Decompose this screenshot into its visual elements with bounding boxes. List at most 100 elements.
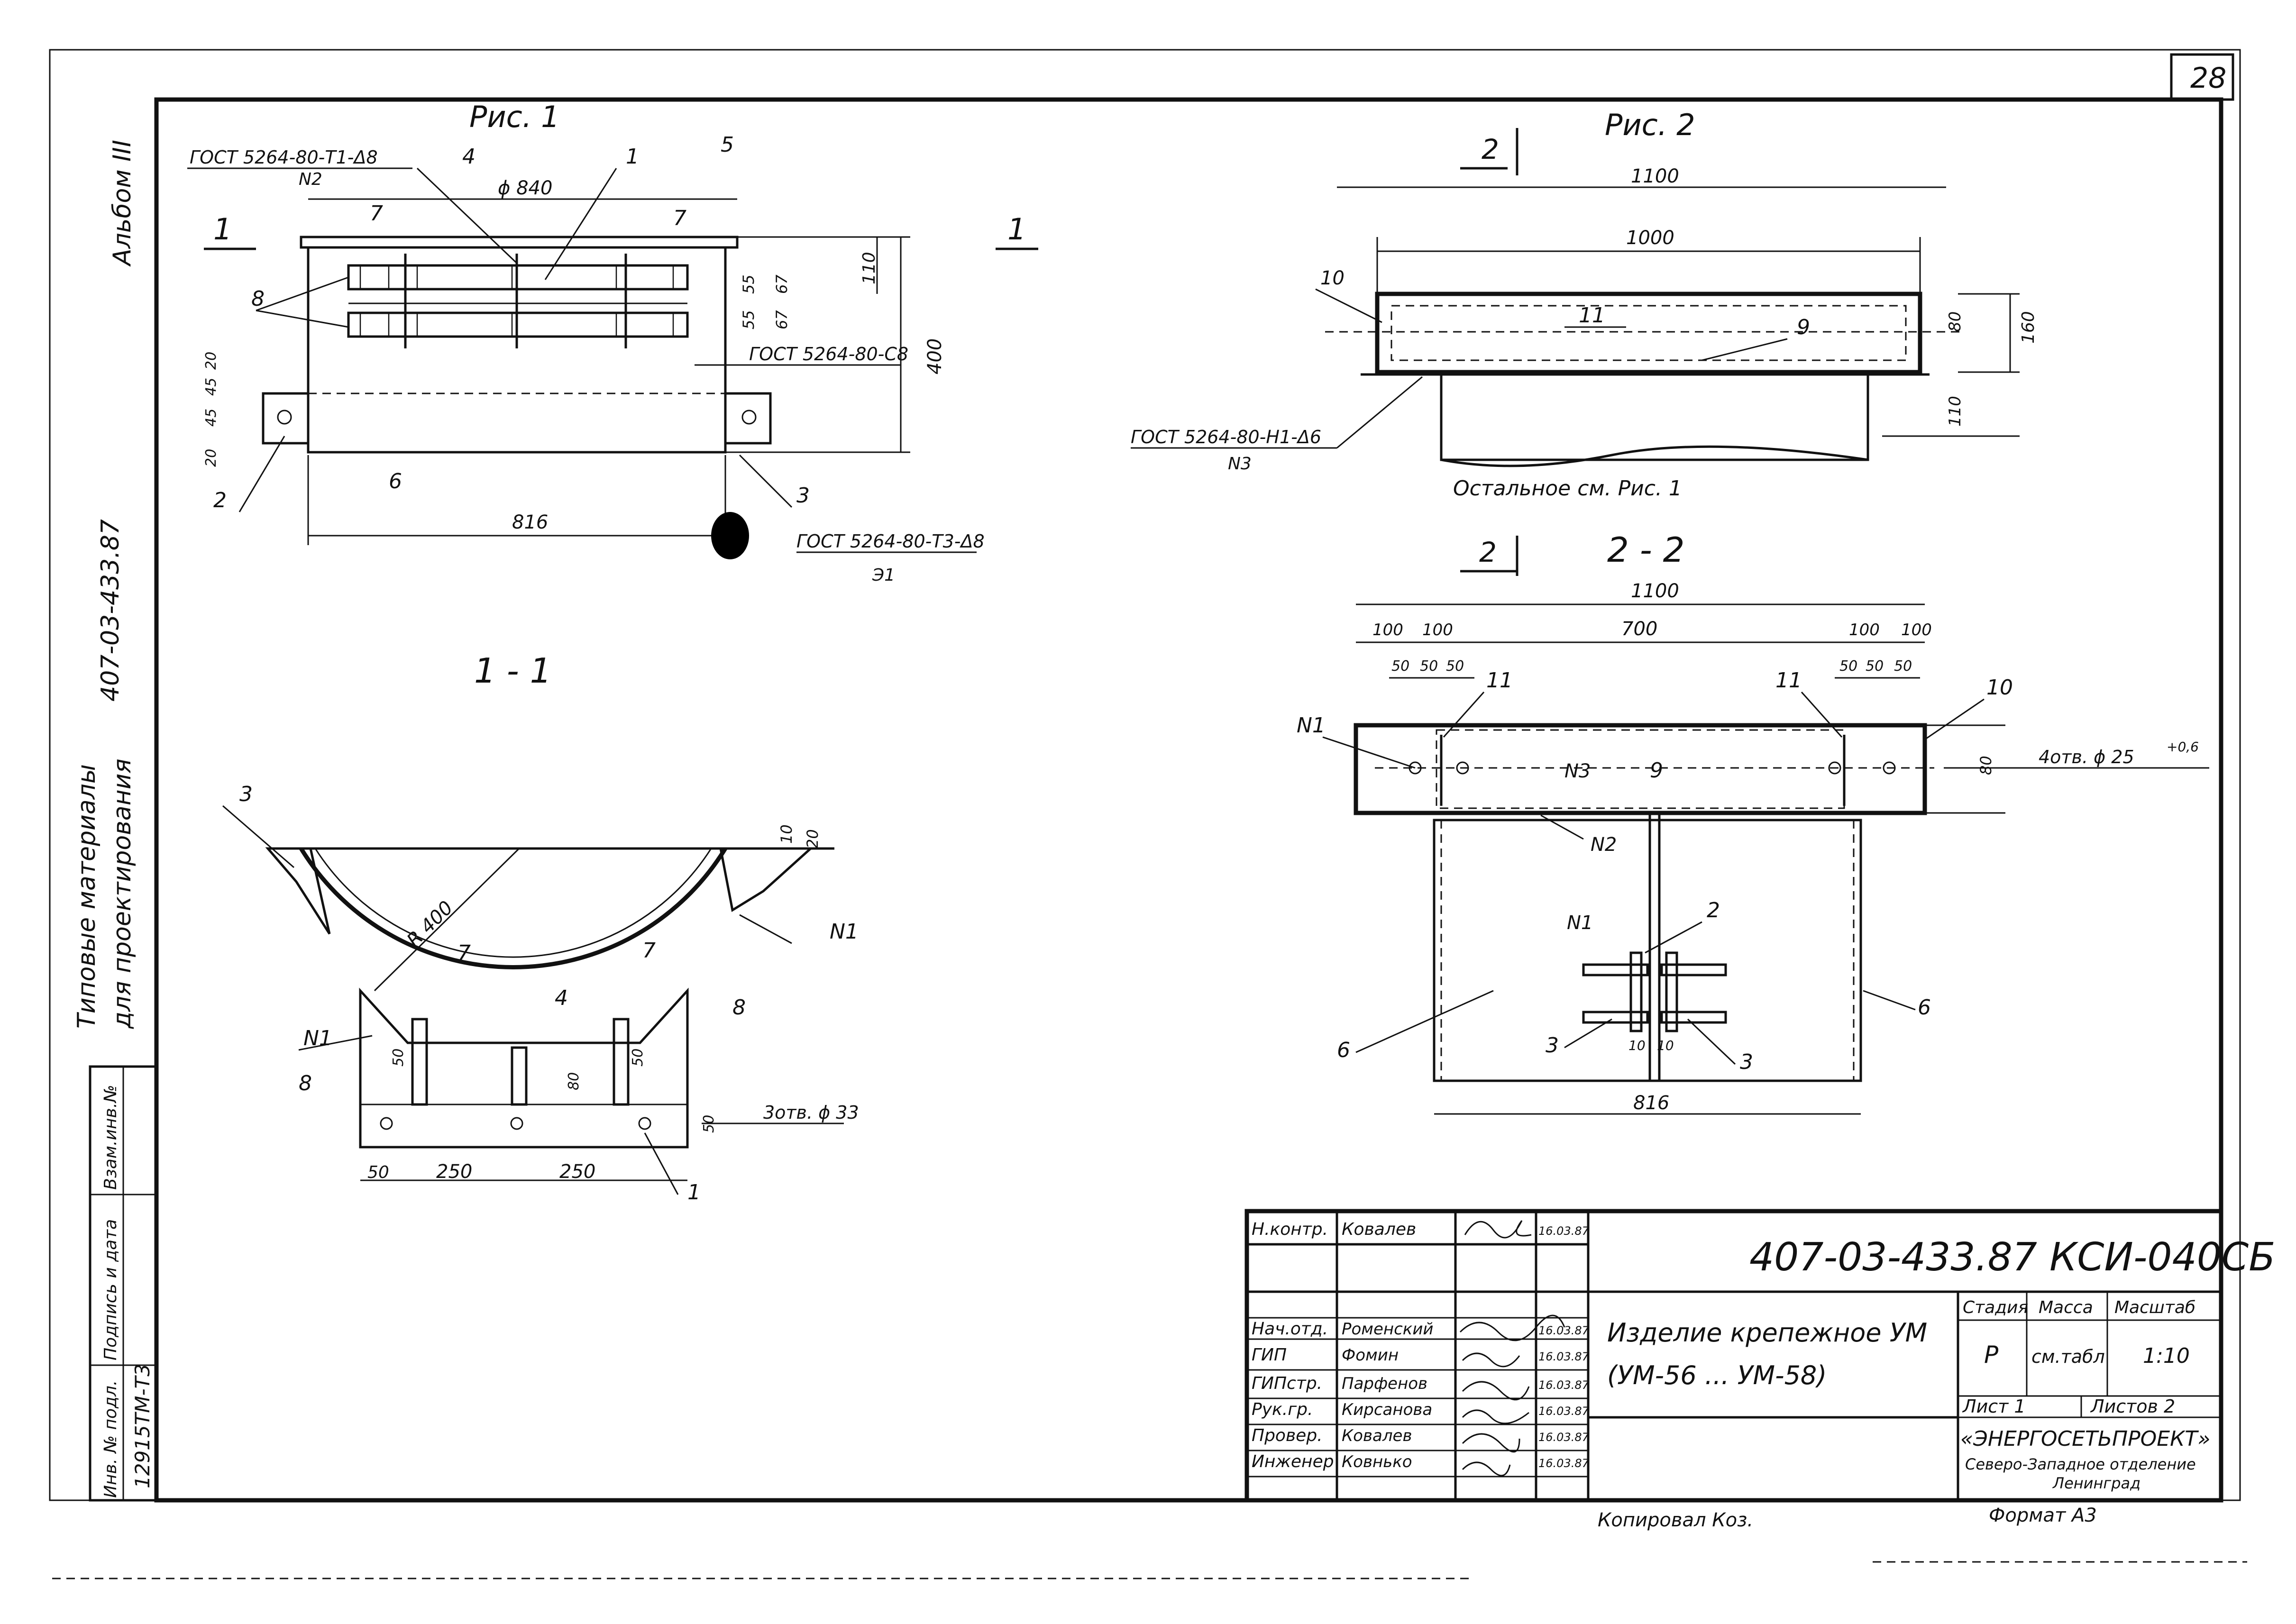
- tb-row1-role: Н.контр.: [1252, 1220, 1328, 1239]
- side-stamp-label-2: Подпись и дата: [101, 1219, 120, 1360]
- sec22-dim-10a: 10: [1628, 1038, 1646, 1053]
- fig1-dim-816: 816: [512, 511, 548, 533]
- sec22-holes: 4отв. ϕ 25: [2039, 747, 2134, 767]
- side-stamp-label-1: Инв. № подл.: [101, 1380, 120, 1498]
- fig2-cut-mark: 2: [1482, 133, 1499, 165]
- sec22-callout-6b: 6: [1918, 995, 1931, 1020]
- figure-1: Рис. 1 816 400: [187, 100, 1038, 585]
- ink-blot: [711, 512, 749, 559]
- series-line1: Типовые материалы: [73, 764, 101, 1029]
- sec11-callout-7b: 7: [642, 939, 656, 963]
- sec11-callout-8b: 8: [299, 1071, 312, 1095]
- fig1-callout-5: 5: [721, 133, 734, 157]
- sec22-dim-50d: 50: [1839, 658, 1857, 675]
- fig1-weld-top-ref: N2: [299, 170, 322, 189]
- tb-doc-code: 407-03-433.87 КСИ-040СБ: [1749, 1235, 2275, 1280]
- sec11-dim-10: 10: [778, 824, 796, 844]
- page-number-box: [2170, 53, 2234, 101]
- fig1-callout-8: 8: [251, 287, 265, 311]
- sec22-callout-n1-lower: N1: [1567, 912, 1593, 934]
- tb-scale-label: Масштаб: [2114, 1298, 2195, 1317]
- title-block: 407-03-433.87 КСИ-040СБ Изделие крепежно…: [1244, 1209, 2275, 1503]
- tb-name-2: (УМ-56 ... УМ-58): [1607, 1360, 1827, 1390]
- tb-row6-role: ГИПстр.: [1252, 1374, 1322, 1393]
- sec22-callout-11b: 11: [1775, 668, 1802, 693]
- sec22-dim-50e: 50: [1866, 658, 1884, 675]
- tb-row1-name: Ковалев: [1342, 1220, 1416, 1239]
- series-code: 407-03-433.87: [96, 519, 125, 702]
- tb-row5-role: ГИП: [1252, 1345, 1287, 1365]
- fig2-weld: ГОСТ 5264-80-Н1-Δ6: [1131, 427, 1321, 447]
- tb-row9-role: Инженер: [1252, 1452, 1334, 1471]
- drawing-frame: [154, 97, 2223, 1503]
- sec11-dim-50b: 50: [390, 1049, 407, 1067]
- sec22-dim-50c: 50: [1446, 658, 1464, 675]
- fig1-callout-7b: 7: [673, 206, 686, 230]
- fig2-dim-80: 80: [1946, 311, 1965, 332]
- sec22-dim-100a: 100: [1372, 620, 1403, 639]
- tb-stage-label: Стадия: [1963, 1298, 2028, 1317]
- format-label: Формат А3: [1989, 1505, 2097, 1526]
- fig1-dim-20a: 20: [203, 449, 220, 467]
- tb-row8-role: Провер.: [1252, 1426, 1323, 1445]
- tb-mass: см.табл: [2031, 1346, 2105, 1367]
- fig1-callout-1: 1: [626, 145, 639, 169]
- fig1-weld-bot-ref: Э1: [872, 566, 895, 585]
- fig1-dim-110: 110: [860, 252, 879, 284]
- sec22-dim-100c: 100: [1849, 620, 1880, 639]
- tb-sheets: Листов 2: [2090, 1396, 2175, 1417]
- tb-org-1: «ЭНЕРГОСЕТЬПРОЕКТ»: [1960, 1427, 2210, 1451]
- fig2-callout-9: 9: [1797, 315, 1810, 339]
- fig1-dia: ϕ 840: [498, 177, 552, 199]
- outer-frame: [49, 49, 2241, 1501]
- sec11-callout-7a: 7: [457, 941, 471, 965]
- fig1-dim-45a: 45: [203, 409, 220, 427]
- sec22-dim-50b: 50: [1420, 658, 1438, 675]
- sec22-dim-100b: 100: [1422, 620, 1453, 639]
- tb-row8-date: 16.03.87: [1538, 1431, 1590, 1444]
- sec11-dim-20: 20: [804, 829, 822, 848]
- sec11-callout-1: 1: [687, 1180, 701, 1204]
- fig2-weld-ref: N3: [1228, 454, 1252, 474]
- tb-row4-role: Нач.отд.: [1252, 1319, 1328, 1339]
- sec11-callout-8a: 8: [732, 995, 746, 1020]
- side-stamp: Инв. № подл. Подпись и дата Взам.инв.№ 1…: [89, 1065, 158, 1502]
- fig1-weld-mid: ГОСТ 5264-80-С8: [749, 344, 908, 365]
- fig1-callout-3: 3: [796, 484, 810, 508]
- fig1-callout-7a: 7: [370, 201, 383, 226]
- sec22-callout-3a: 3: [1546, 1033, 1559, 1058]
- tb-row1-date: 16.03.87: [1538, 1224, 1590, 1238]
- fig2-dim-1000: 1000: [1626, 227, 1674, 249]
- tb-scale: 1:10: [2143, 1344, 2190, 1368]
- fig1-dim-400: 400: [924, 338, 946, 374]
- fig1-dim-67b: 67: [773, 310, 791, 329]
- sec22-callout-6a: 6: [1337, 1038, 1350, 1062]
- fig1-dim-45b: 45: [203, 378, 220, 396]
- side-stamp-label-3: Взам.инв.№: [101, 1085, 120, 1190]
- fig1-cut-right: 1: [1007, 212, 1026, 246]
- copied-by: Копировал Коз.: [1598, 1509, 1753, 1531]
- page-number: 28: [2190, 62, 2226, 95]
- sec22-callout-n1: N1: [1297, 713, 1326, 738]
- sec11-callout-4: 4: [555, 986, 568, 1010]
- fig1-callout-2: 2: [213, 488, 227, 512]
- section-1-1: 1 - 1 R 400 50 250 250 10 20 50 80 50 50…: [222, 651, 859, 1204]
- fig1-title: Рис. 1: [469, 100, 560, 134]
- sec11-title: 1 - 1: [474, 651, 551, 691]
- tb-stage: Р: [1984, 1341, 1999, 1369]
- tb-row5-date: 16.03.87: [1538, 1350, 1590, 1363]
- sec11-dim-50a: 50: [367, 1163, 389, 1182]
- tb-org-2: Северо-Западное отделение: [1965, 1455, 2196, 1473]
- tb-row7-date: 16.03.87: [1538, 1405, 1590, 1418]
- sec11-holes: 3отв. ϕ 33: [763, 1102, 859, 1123]
- tb-name-1: Изделие крепежное УМ: [1607, 1318, 1927, 1348]
- sec22-title: 2 - 2: [1607, 530, 1684, 570]
- figure-2: Рис. 2 2 1100 1000 160 80 110 ГОСТ 5264-…: [1131, 108, 2038, 501]
- tb-row6-date: 16.03.87: [1538, 1378, 1590, 1392]
- tb-org-3: Ленинград: [2052, 1474, 2140, 1492]
- fig1-dim-20b: 20: [203, 352, 220, 370]
- sec22-dim-816: 816: [1633, 1092, 1669, 1114]
- sec11-dim-80: 80: [566, 1072, 582, 1090]
- tb-row9-name: Ковнько: [1342, 1452, 1412, 1471]
